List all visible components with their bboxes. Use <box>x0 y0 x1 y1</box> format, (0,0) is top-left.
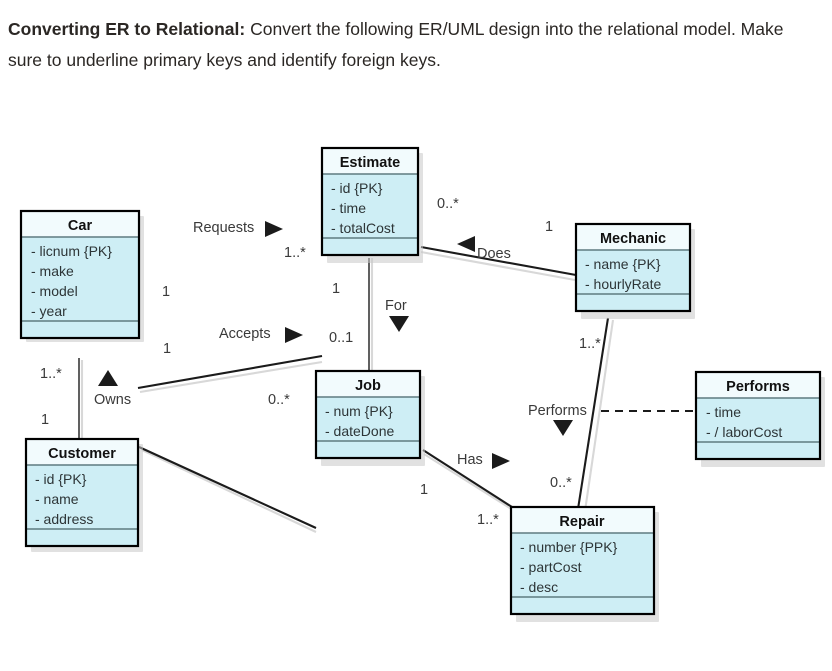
association-does-from-mult: 0..* <box>437 196 459 212</box>
association-accepts-label: Accepts <box>219 326 271 342</box>
association-performs-from-mult: 1..* <box>579 336 601 352</box>
prompt-body: Convert the following ER/UML design into… <box>8 19 784 70</box>
arrow-right-icon <box>265 221 283 237</box>
association-requests-label: Requests <box>193 220 254 236</box>
arrow-down-icon <box>553 420 573 436</box>
association-requests: Requests 1 1..* <box>137 220 323 394</box>
class-box-performs[interactable]: Performs - time - / laborCost <box>694 370 825 467</box>
association-requests-to-mult: 1..* <box>284 245 306 261</box>
class-attribute: - id {PK} <box>35 471 87 487</box>
class-box-job[interactable]: Job - num {PK} - dateDone <box>314 369 425 466</box>
class-attribute: - dateDone <box>325 423 394 439</box>
class-box-customer[interactable]: Customer - id {PK} - name - address <box>24 437 143 552</box>
class-attribute: - partCost <box>520 559 582 575</box>
class-name-estimate: Estimate <box>340 155 400 171</box>
class-attribute: - make <box>31 263 74 279</box>
class-attribute: - time <box>706 404 741 420</box>
arrow-down-icon <box>389 316 409 332</box>
association-accepts: Accepts 1 0..* <box>138 326 317 533</box>
class-attribute: - model <box>31 283 78 299</box>
association-accepts-from-mult: 1 <box>163 341 171 357</box>
association-performs: Performs 1..* 0..* <box>528 317 696 512</box>
class-box-mechanic[interactable]: Mechanic - name {PK} - hourlyRate <box>574 222 695 319</box>
association-owns-to-mult: 1 <box>41 412 49 428</box>
association-accepts-to-mult: 0..* <box>268 392 290 408</box>
class-box-estimate[interactable]: Estimate - id {PK} - time - totalCost <box>320 146 423 263</box>
class-name-car: Car <box>68 218 93 234</box>
class-attribute: - desc <box>520 579 558 595</box>
prompt-text: Converting ER to Relational: Convert the… <box>8 14 818 76</box>
class-name-performs: Performs <box>726 379 790 395</box>
prompt-lead: Converting ER to Relational: <box>8 19 246 39</box>
association-for-from-mult: 1 <box>332 281 340 297</box>
class-name-customer: Customer <box>48 446 116 462</box>
association-performs-to-mult: 0..* <box>550 475 572 491</box>
arrow-up-icon <box>98 370 118 386</box>
class-attribute: - time <box>331 200 366 216</box>
association-does-to-mult: 1 <box>545 219 553 235</box>
class-attribute: - num {PK} <box>325 403 393 419</box>
class-box-car[interactable]: Car - licnum {PK} - make - model - year <box>19 209 144 342</box>
association-requests-from-mult: 1 <box>162 284 170 300</box>
class-attribute: - year <box>31 303 67 319</box>
class-attribute: - id {PK} <box>331 180 383 196</box>
class-attribute: - / laborCost <box>706 424 782 440</box>
class-name-repair: Repair <box>559 514 604 530</box>
association-owns: Owns 1..* 1 <box>40 358 131 440</box>
association-for-to-mult: 0..1 <box>329 330 353 346</box>
association-has-from-mult: 1 <box>420 482 428 498</box>
association-does-label: Does <box>477 246 511 262</box>
class-box-repair[interactable]: Repair - number {PPK} - partCost - desc <box>509 505 659 622</box>
class-attribute: - licnum {PK} <box>31 243 112 259</box>
association-does: Does 0..* 1 <box>420 196 577 282</box>
class-attribute: - name {PK} <box>585 256 661 272</box>
class-attribute: - name <box>35 491 79 507</box>
class-attribute: - hourlyRate <box>585 276 661 292</box>
arrow-left-icon <box>457 236 475 252</box>
association-for: For 1 0..1 <box>329 258 409 372</box>
association-has-to-mult: 1..* <box>477 512 499 528</box>
class-name-mechanic: Mechanic <box>600 231 666 247</box>
association-performs-label: Performs <box>528 403 587 419</box>
association-owns-label: Owns <box>94 392 131 408</box>
association-has-label: Has <box>457 452 483 468</box>
association-owns-from-mult: 1..* <box>40 366 62 382</box>
class-attribute: - totalCost <box>331 220 395 236</box>
class-attribute: - number {PPK} <box>520 539 618 555</box>
class-attribute: - address <box>35 511 93 527</box>
association-for-label: For <box>385 298 407 314</box>
arrow-right-icon <box>285 327 303 343</box>
class-name-job: Job <box>355 378 381 394</box>
uml-class-diagram: Requests 1 1..* Accepts 1 0..* Owns 1..*… <box>0 130 832 671</box>
association-has: Has 1 1..* <box>420 449 514 528</box>
arrow-right-icon <box>492 453 510 469</box>
